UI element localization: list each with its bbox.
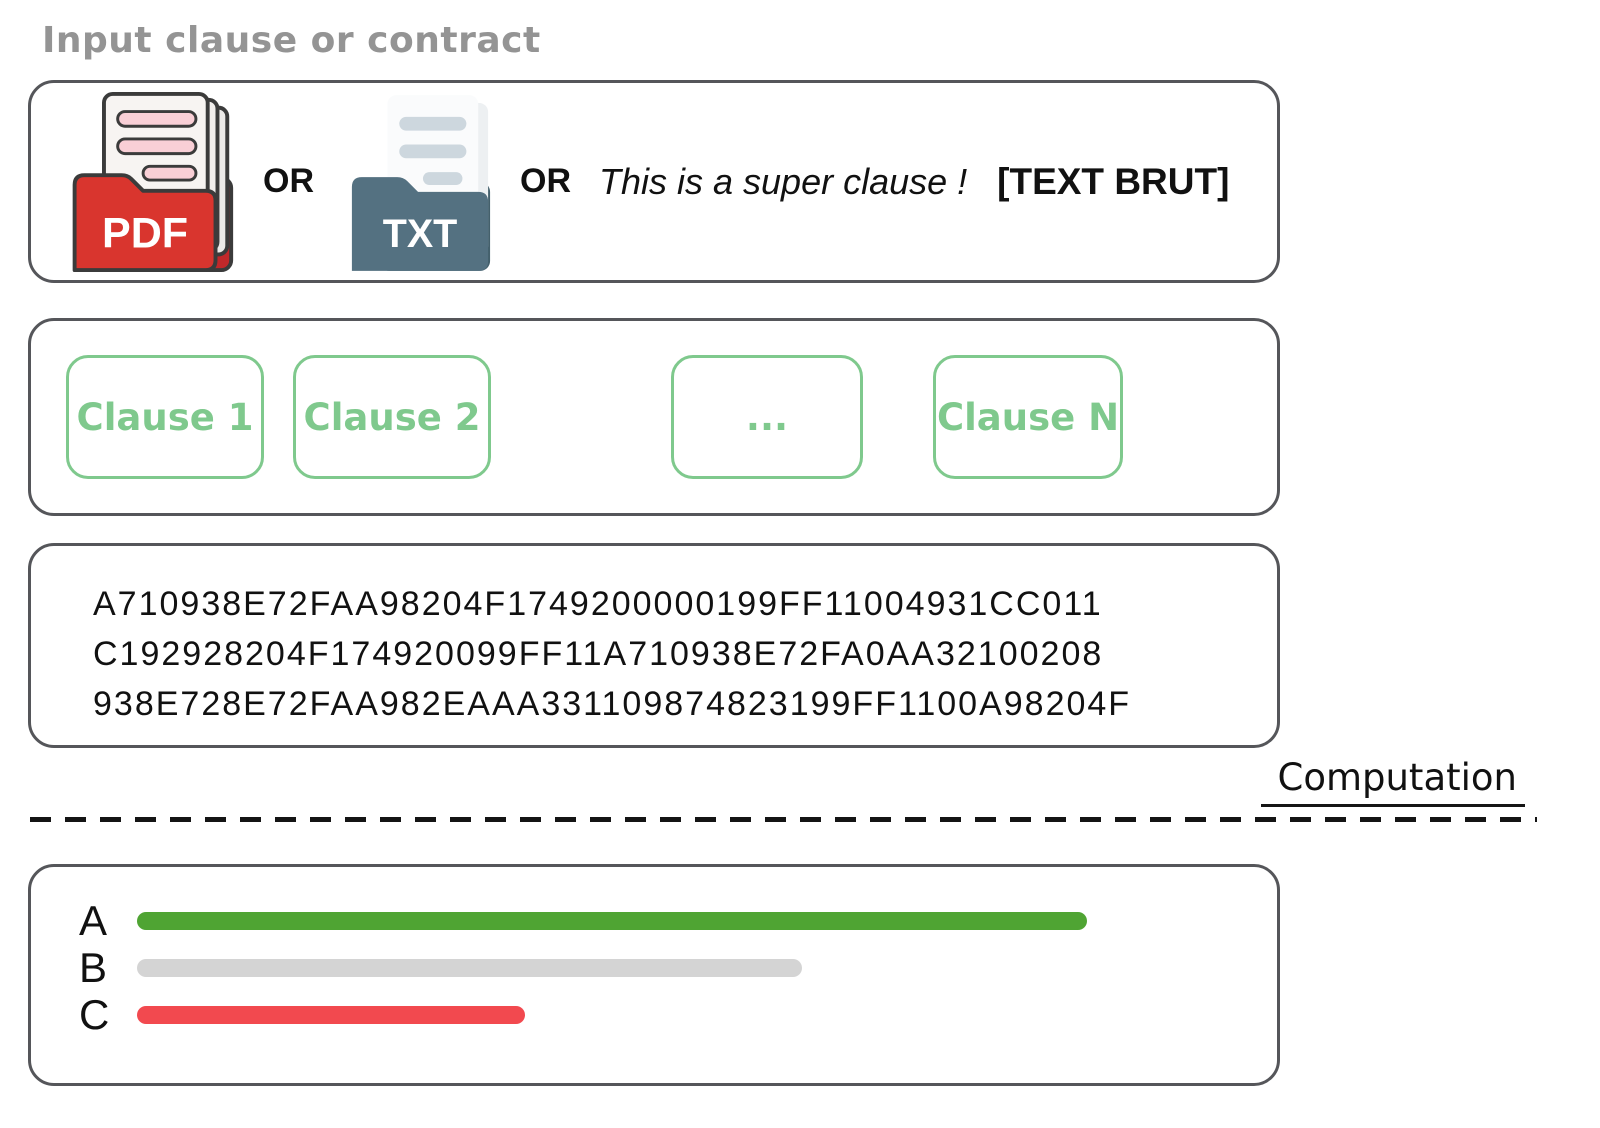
or-text-1: OR: [263, 162, 314, 200]
bar-row-c: C: [31, 991, 1277, 1038]
hash-line-2: C192928204F174920099FF11A710938E72FA0AA3…: [93, 635, 1104, 673]
bar-label-c: C: [79, 990, 110, 1038]
bar-row-b: B: [31, 944, 1277, 991]
bar-label-a: A: [79, 896, 108, 944]
bar-row-a: A: [31, 897, 1277, 944]
clause-box-n: Clause N: [933, 355, 1123, 479]
pdf-label: PDF: [102, 209, 188, 257]
clauses-panel: Clause 1 Clause 2 ... Clause N: [28, 318, 1280, 516]
hash-lines: A710938E72FAA98204F1749200000199FF110049…: [31, 546, 1277, 729]
free-text-sample: This is a super clause !: [599, 160, 968, 202]
raw-text-tag: [TEXT BRUT]: [997, 160, 1230, 202]
input-panel: PDF OR TXT OR This is a super clause !: [28, 80, 1280, 283]
computation-label: Computation: [1261, 756, 1525, 807]
hash-line-3: 938E728E72FAA982EAAA331109874823199FF110…: [93, 685, 1132, 723]
page-title: Input clause or contract: [42, 20, 541, 61]
hash-panel: A710938E72FAA98204F1749200000199FF110049…: [28, 543, 1280, 748]
clause-box-2: Clause 2: [293, 355, 491, 479]
scores-panel: A B C: [28, 864, 1280, 1086]
score-bar-c: [137, 1005, 525, 1024]
clause-box-1: Clause 1: [66, 355, 264, 479]
txt-file-icon: TXT: [344, 86, 496, 278]
bar-label-b: B: [79, 943, 108, 991]
pdf-file-icon: PDF: [57, 84, 239, 280]
score-bar-b: [137, 958, 802, 977]
or-text-2: OR: [520, 162, 571, 200]
computation-dashed-separator: [30, 817, 1537, 822]
hash-line-1: A710938E72FAA98204F1749200000199FF110049…: [93, 585, 1103, 623]
score-bar-a: [137, 911, 1087, 930]
txt-label: TXT: [383, 212, 458, 256]
clause-box-ellipsis: ...: [671, 355, 863, 479]
